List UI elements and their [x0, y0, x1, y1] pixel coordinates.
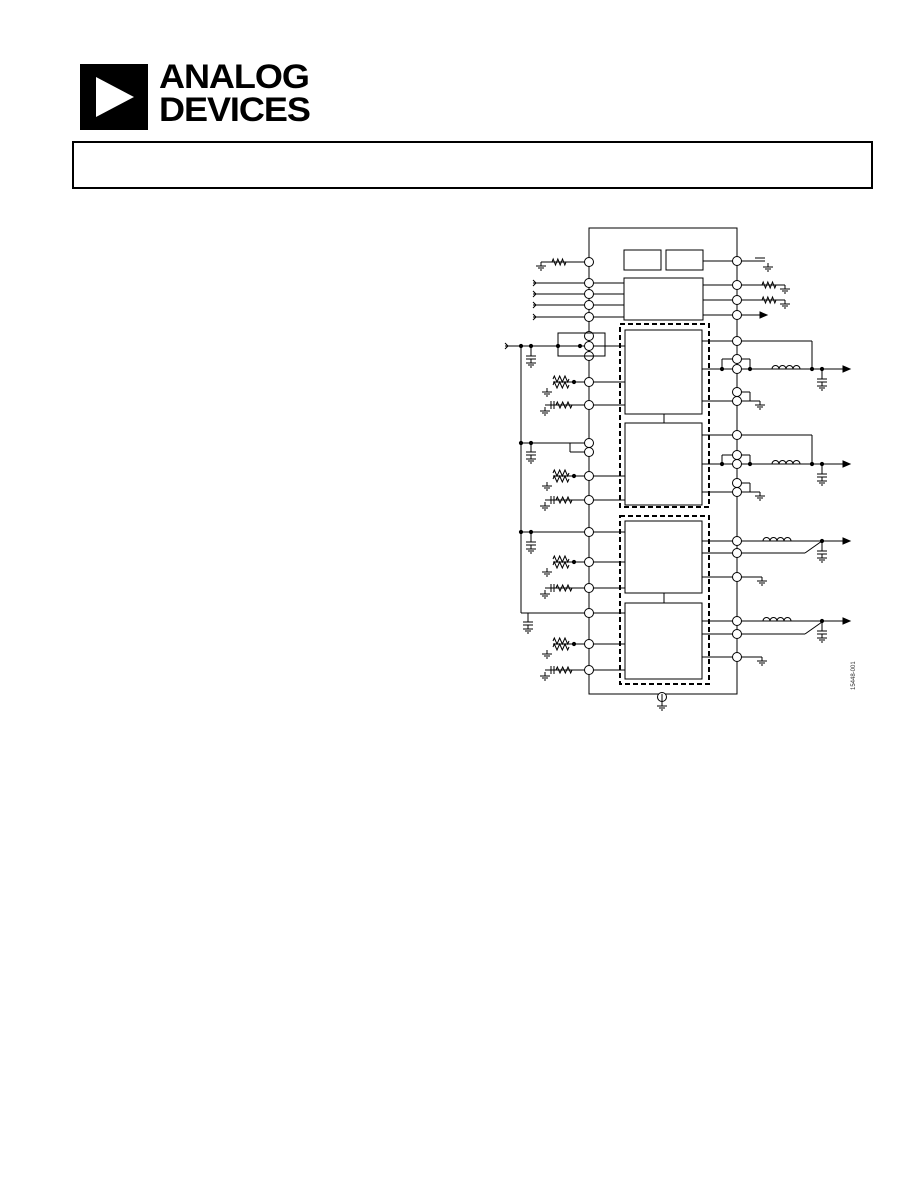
pin-circle	[732, 280, 742, 290]
analog-devices-logo: ANALOG DEVICES	[80, 58, 325, 130]
input-link	[557, 332, 606, 357]
pin-circle	[584, 438, 594, 448]
dashed-group-upper	[619, 323, 710, 508]
top-block-right	[665, 249, 704, 271]
pin-circle	[732, 478, 742, 488]
pin-circle	[732, 536, 742, 546]
junction-dot	[571, 379, 577, 385]
resistor-icon	[761, 295, 777, 305]
channel-block-2	[624, 422, 703, 506]
resistor-icon	[552, 380, 570, 390]
resistor-icon	[555, 583, 573, 593]
pin-circle	[584, 583, 594, 593]
resistor-icon	[551, 257, 567, 267]
pin-circle	[584, 278, 594, 288]
arrow-icon	[842, 365, 852, 373]
pin-circle	[584, 608, 594, 618]
pin-circle	[732, 256, 742, 266]
input-chevron-icon	[532, 313, 537, 321]
ic-package	[588, 227, 738, 695]
pin-circle	[584, 377, 594, 387]
logo-triangle-icon	[80, 64, 148, 130]
pin-circle	[732, 354, 742, 364]
junction-dot	[571, 641, 577, 647]
top-block-left	[623, 249, 662, 271]
pin-circle	[584, 341, 594, 351]
pin-circle	[584, 300, 594, 310]
pin-circle	[584, 447, 594, 457]
pin-circle	[732, 548, 742, 558]
inductor-icon	[762, 537, 792, 542]
arrow-icon	[842, 537, 852, 545]
pin-circle	[732, 616, 742, 626]
logo-line-2: DEVICES	[159, 91, 311, 129]
pin-circle	[732, 450, 742, 460]
input-chevron-icon	[532, 301, 537, 309]
resistor-icon	[761, 280, 777, 290]
junction-dot	[577, 343, 583, 349]
resistor-icon	[555, 665, 573, 675]
pin-circle	[584, 257, 594, 267]
arrow-icon	[842, 617, 852, 625]
pin-circle	[584, 639, 594, 649]
pin-circle	[732, 430, 742, 440]
pin-circle	[732, 336, 742, 346]
pin-circle	[732, 487, 742, 497]
pin-circle	[732, 572, 742, 582]
pin-circle	[732, 396, 742, 406]
resistor-icon	[552, 636, 570, 646]
pin-circle	[732, 459, 742, 469]
inductor-icon	[762, 617, 792, 622]
resistor-icon	[552, 642, 570, 652]
pin-circle	[732, 364, 742, 374]
title-box	[72, 141, 873, 189]
channel-block-1	[624, 329, 703, 415]
pin-circle	[732, 652, 742, 662]
arrow-icon	[759, 311, 769, 319]
pin-circle	[732, 629, 742, 639]
pin-circle	[732, 310, 742, 320]
junction-dot	[518, 440, 524, 446]
resistor-icon	[552, 374, 570, 384]
logo-line-1: ANALOG	[159, 58, 310, 96]
pin-circle	[584, 471, 594, 481]
figure-id-label: 15448-001	[851, 661, 857, 690]
channel-block-3	[624, 520, 703, 594]
wire	[804, 540, 823, 554]
pin-circle	[584, 557, 594, 567]
pin-circle	[732, 295, 742, 305]
resistor-icon	[552, 474, 570, 484]
functional-block-diagram	[504, 227, 852, 711]
arrow-icon	[842, 460, 852, 468]
junction-dot	[571, 559, 577, 565]
resistor-icon	[555, 400, 573, 410]
junction-dot	[571, 473, 577, 479]
inductor-icon	[771, 365, 801, 370]
junction-dot	[809, 461, 815, 467]
pin-circle	[584, 312, 594, 322]
resistor-icon	[552, 560, 570, 570]
pin-circle	[584, 400, 594, 410]
input-chevron-icon	[532, 290, 537, 298]
resistor-icon	[555, 495, 573, 505]
inductor-icon	[771, 460, 801, 465]
input-chevron-icon	[532, 279, 537, 287]
resistor-icon	[552, 468, 570, 478]
pin-circle	[584, 495, 594, 505]
junction-dot	[518, 529, 524, 535]
resistor-icon	[552, 554, 570, 564]
pin-circle	[584, 665, 594, 675]
junction-dot	[809, 366, 815, 372]
control-block	[623, 277, 704, 321]
pin-circle	[584, 289, 594, 299]
dashed-group-lower	[619, 515, 710, 685]
logo-wordmark: ANALOG DEVICES	[159, 58, 311, 129]
pin-circle	[584, 331, 594, 341]
pin-circle	[732, 387, 742, 397]
pin-circle	[584, 527, 594, 537]
input-chevron-icon	[504, 342, 509, 350]
wire	[804, 621, 823, 635]
channel-block-4	[624, 602, 703, 680]
